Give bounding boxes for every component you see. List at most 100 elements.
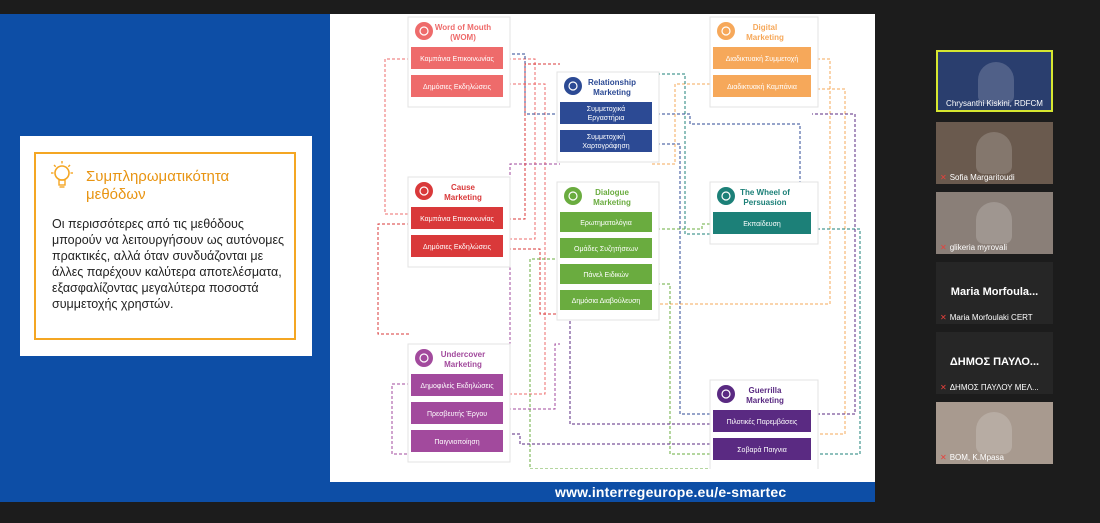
participant-name: ✕Sofia Margaritoudi [936,173,1053,182]
wom-item-0-label: Καμπάνια Επικοινωνίας [420,55,494,63]
connector-line-10 [503,248,560,315]
digital-title-line1: Digital [753,23,777,32]
participant-tile[interactable]: Maria Morfoula... ✕Maria Morfoulaki CERT [936,262,1053,324]
undercover-item-2-label: Παιγνιοποίηση [434,438,479,446]
participant-name-text: Chrysanthi Kiskini, RDFCM [946,99,1043,108]
participant-name: ✕Maria Morfoulaki CERT [936,313,1053,322]
undercover-item-1 [411,402,503,424]
digital-item-1 [713,75,811,97]
relationship-item-0-label-a: Συμμετοχικά [587,105,625,113]
participant-tile[interactable]: ✕Sofia Margaritoudi [936,122,1053,184]
connector-line-19 [812,113,856,415]
lightbulb-icon [51,161,73,188]
participant-name: ✕ΒΟΜ, K.Mpasa [936,453,1053,462]
guerrilla-item-0 [713,410,811,432]
undercover-item-1-label: Πρεσβευτής Έργου [427,411,487,418]
connector-line-1 [384,58,410,215]
connector-line-17 [503,343,560,410]
dialogue-item-0-label: Ερωτηματολόγια [580,219,632,227]
undercover-title-line2: Marketing [444,360,482,369]
wheel-icon-glyph [721,191,731,201]
relationship-title-line2: Marketing [593,88,631,97]
participant-name-text: Sofia Margaritoudi [949,173,1015,182]
participant-video [978,62,1014,104]
connector-line-7 [652,83,715,165]
wom-title-line2: (WOM) [450,33,476,42]
participant-video [976,202,1012,244]
undercover-item-0 [411,374,503,396]
participant-tile[interactable]: ✕ΒΟΜ, K.Mpasa [936,402,1053,464]
digital-icon-glyph [721,26,731,36]
connector-line-21 [503,63,560,220]
footer-url: www.interregeurope.eu/e-smartec [555,484,787,500]
participant-name-text: Maria Morfoulaki CERT [949,313,1033,322]
cause-item-0 [411,207,503,229]
participant-tile[interactable]: ΔΗΜΟΣ ΠΑΥΛΟ...✕ΔΗΜΟΣ ΠΑΥΛΟΥ ΜΕΛ... [936,332,1053,394]
muted-mic-icon: ✕ [940,383,947,392]
undercover-icon [415,349,433,367]
muted-mic-icon: ✕ [940,173,947,182]
guerrilla-title-line2: Marketing [746,396,784,405]
participant-name: Chrysanthi Kiskini, RDFCM [938,99,1051,108]
cause-item-1 [411,235,503,257]
digital-item-0-label: Διαδικτυακή Συμμετοχή [726,56,799,63]
undercover-icon-glyph [419,353,429,363]
guerrilla-icon-glyph [721,389,731,399]
connector-line-8 [810,88,846,435]
wom-icon-glyph [419,26,429,36]
relationship-icon [564,77,582,95]
participant-tile[interactable]: ✕glikeria myrovali [936,192,1053,254]
dialogue-item-1 [560,238,652,258]
connector-line-0 [503,58,536,240]
dialogue-title-line1: Dialogue [595,188,629,197]
participant-video [976,412,1012,454]
card-title: Συμπληρωματικότητα μεθόδων [86,168,230,203]
cause-title-line2: Marketing [444,193,482,202]
wheel-title-line2: Persuasion [743,198,786,207]
cause-title-line1: Cause [451,183,476,192]
participant-name: ✕glikeria myrovali [936,243,1053,252]
guerrilla-item-0-label: Πιλοτικές Παρεμβάσεις [727,418,798,426]
dialogue-item-2 [560,264,652,284]
participant-name-text: ΒΟΜ, K.Mpasa [949,453,1004,462]
participant-name-text: ΔΗΜΟΣ ΠΑΥΛΟΥ ΜΕΛ... [949,383,1039,392]
relationship-item-1-label-a: Συμμετοχική [587,134,625,141]
participant-name-text: glikeria myrovali [949,243,1008,252]
wom-item-1-label: Δημόσιες Εκδηλώσεις [423,83,492,91]
participant-tile[interactable]: Chrysanthi Kiskini, RDFCM [936,50,1053,112]
participant-display-name: Maria Morfoula... [950,286,1039,298]
methods-diagram: Word of Mouth(WOM)Καμπάνια ΕπικοινωνίαςΔ… [377,16,861,469]
wom-item-0 [411,47,503,69]
cause-item-0-label: Καμπάνια Επικοινωνίας [420,215,494,223]
wheel-icon [717,187,735,205]
group-wom: Word of Mouth(WOM) Καμπάνια ΕπικοινωνίαςΔ… [407,16,511,108]
connector-line-13 [652,283,715,455]
connector-line-3 [652,113,801,244]
connector-line-2 [503,83,546,395]
cause-icon-glyph [419,186,429,196]
connector-line-20 [505,433,715,445]
undercover-title-line1: Undercover [441,350,485,359]
shared-slide: Συμπληρωματικότητα μεθόδων Οι περισσότερ… [0,14,875,502]
card-body: Οι περισσότερες από τις μεθόδους μπορούν… [52,217,285,311]
wheel-item-0-label: Εκπαίδευση [743,220,781,228]
dialogue-item-3-label: Δημόσια Διαβούλευση [572,297,641,305]
relationship-icon-glyph [568,81,578,91]
connector-line-14 [810,228,861,455]
participant-name: ✕ΔΗΜΟΣ ΠΑΥΛΟΥ ΜΕΛ... [936,383,1053,392]
wom-title-line1: Word of Mouth [435,23,491,32]
relationship-item-1-label-b: Χαρτογράφηση [582,142,629,150]
muted-mic-icon: ✕ [940,453,947,462]
connector-line-9 [377,223,410,335]
relationship-title-line1: Relationship [588,78,636,87]
relationship-item-0 [560,102,652,124]
guerrilla-item-1-label: Σοβαρά Παιγνια [737,446,787,454]
connector-line-6 [655,58,831,305]
dialogue-item-1-label: Ομάδες Συζητήσεων [574,245,638,253]
